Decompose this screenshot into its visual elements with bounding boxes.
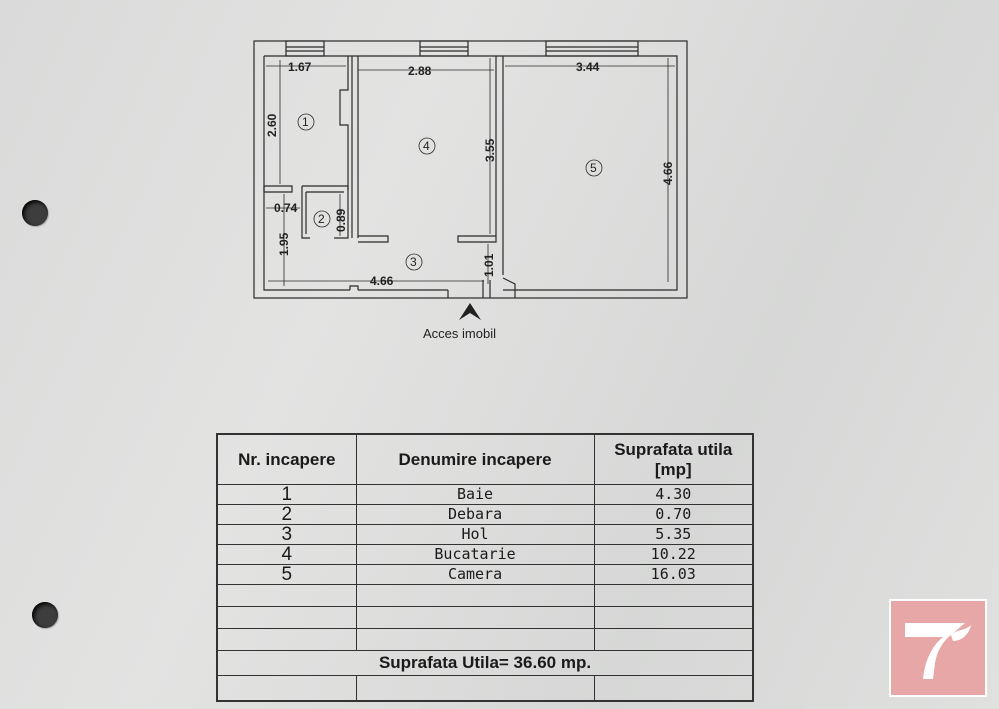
bird-logo-icon (889, 599, 987, 697)
dim-baie-width: 1.67 (288, 60, 312, 74)
dim-entrance-width: 1.01 (482, 253, 496, 277)
dim-hol-gap: 0.74 (274, 201, 298, 215)
header-area-line2: [mp] (654, 459, 692, 479)
wall-debara (301, 185, 349, 239)
table-row: 3 Hol 5.35 (216, 524, 754, 545)
room-marker-4 (418, 137, 436, 155)
wall-bucatarie-camera (457, 56, 504, 275)
cell-nr: 2 (216, 504, 357, 525)
table-row: 5 Camera 16.03 (216, 564, 754, 585)
room-marker-2 (313, 210, 331, 228)
floor-plan: 1.67 2.88 3.44 2.60 3.55 4.66 0.74 0.89 … (253, 40, 688, 320)
table-row: 4 Bucatarie 10.22 (216, 544, 754, 565)
room-number-5: 5 (590, 161, 597, 175)
cell-nr: 5 (216, 564, 357, 585)
wall-hol-left (358, 235, 389, 243)
cell-nr: 1 (216, 484, 357, 505)
dim-bucatarie-height: 3.55 (483, 138, 497, 162)
inner-wall-outline (263, 55, 678, 291)
room-number-4: 4 (423, 139, 430, 153)
header-area-line1: Suprafata utila (614, 439, 733, 459)
chevron-up-icon (459, 303, 481, 320)
dim-camera-width: 3.44 (576, 60, 600, 74)
room-number-2: 2 (318, 212, 325, 226)
cell-name: Hol (355, 524, 595, 545)
table-header-row: Nr. incapere Denumire incapere Suprafata… (216, 433, 754, 485)
room-marker-5 (585, 159, 603, 177)
window-3 (545, 40, 639, 57)
window-2 (419, 40, 469, 57)
cell-area: 16.03 (593, 564, 754, 585)
room-table: Nr. incapere Denumire incapere Suprafata… (216, 433, 754, 702)
header-area: Suprafata utila [mp] (593, 433, 754, 485)
table-row: 2 Debara 0.70 (216, 504, 754, 525)
dim-bucatarie-width: 2.88 (408, 64, 432, 78)
dim-debara-height: 0.89 (334, 208, 348, 232)
cell-area: 4.30 (593, 484, 754, 505)
punch-hole-top (22, 200, 48, 226)
room-marker-1 (297, 113, 315, 131)
access-label: Acces imobil (423, 326, 496, 341)
cell-area: 5.35 (593, 524, 754, 545)
dim-camera-height: 4.66 (661, 161, 675, 185)
room-number-3: 3 (410, 255, 417, 269)
cell-name: Bucatarie (355, 544, 595, 565)
cell-area: 10.22 (593, 544, 754, 565)
room-marker-3 (405, 253, 423, 271)
dim-baie-height: 2.60 (265, 113, 279, 137)
cell-nr: 3 (216, 524, 357, 545)
wall-notch (349, 285, 359, 290)
cell-name: Baie (355, 484, 595, 505)
punch-hole-bottom (32, 602, 58, 628)
room-number-1: 1 (302, 115, 309, 129)
cell-name: Debara (355, 504, 595, 525)
outer-wall-outline (253, 40, 688, 299)
wall-baie-bucatarie (339, 56, 359, 238)
table-row-empty (216, 675, 754, 702)
entrance-door (447, 277, 516, 298)
cell-area: 0.70 (593, 504, 754, 525)
table-row-empty (216, 584, 754, 607)
cell-nr: 4 (216, 544, 357, 565)
dim-hol-height: 1.95 (277, 232, 291, 256)
wall-baie-hol (263, 185, 293, 193)
table-total-row: Suprafata Utila= 36.60 mp. (216, 650, 754, 676)
table-row-empty (216, 628, 754, 651)
header-name: Denumire incapere (355, 433, 595, 485)
window-1 (285, 40, 325, 57)
table-row-empty (216, 606, 754, 629)
header-nr: Nr. incapere (216, 433, 357, 485)
table-row: 1 Baie 4.30 (216, 484, 754, 505)
cell-name: Camera (355, 564, 595, 585)
total-area: Suprafata Utila= 36.60 mp. (216, 650, 754, 676)
dim-hol-length: 4.66 (370, 274, 394, 288)
